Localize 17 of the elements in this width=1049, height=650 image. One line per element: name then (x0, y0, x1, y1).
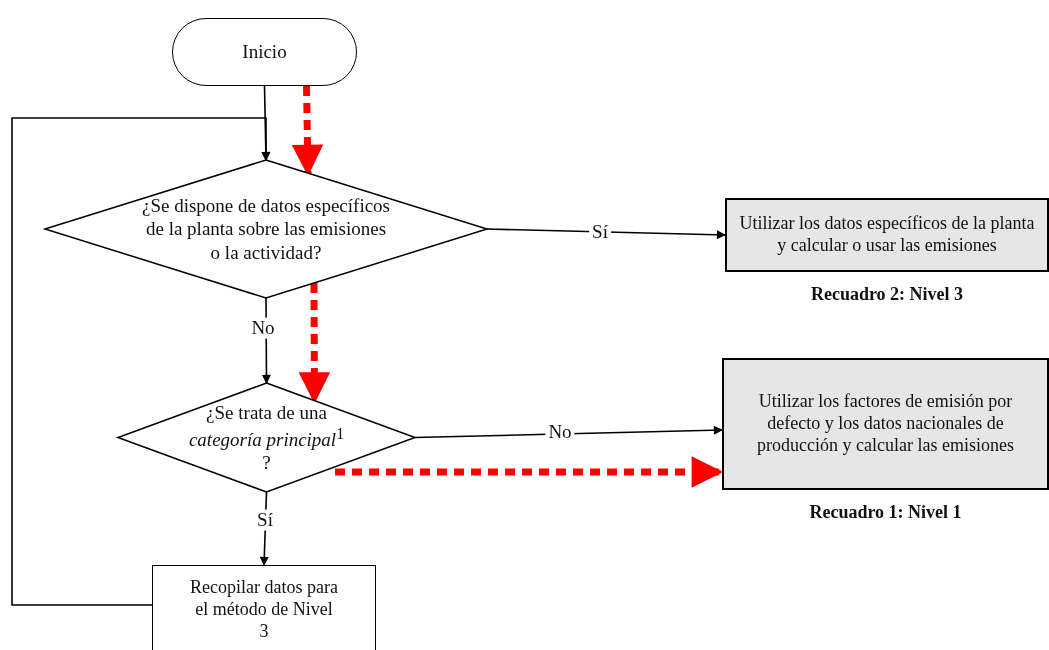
arrow (486, 228, 726, 240)
decision-diamond (45, 160, 487, 298)
node-text: Inicio (242, 40, 287, 64)
process-box (725, 198, 1049, 272)
node-text: Utilizar los datos específicos de la planta y calcular o usar las emisiones (738, 213, 1036, 257)
arrow (414, 425, 723, 439)
dashed-arrow (335, 456, 724, 488)
process-box (152, 565, 376, 650)
box-caption: Recuadro 1: Nivel 1 (809, 502, 962, 523)
node-text: Recopilar datos para el método de Nivel 3 (189, 577, 339, 643)
node-text: Utilizar los factores de emisión por defecto y los datos nacionales de producción y calcular las emisiones (756, 391, 1015, 457)
node-text: ¿Se trata de una categoría principal$^{1}$ ? (187, 400, 346, 475)
box-caption: Recuadro 2: Nivel 3 (810, 284, 964, 305)
process-box (722, 358, 1049, 490)
decision-diamond (118, 383, 415, 492)
arrow (11, 117, 271, 606)
node-text: ¿Se dispone de datos específicos de la planta sobre las emisiones o la actividad? (141, 194, 391, 264)
